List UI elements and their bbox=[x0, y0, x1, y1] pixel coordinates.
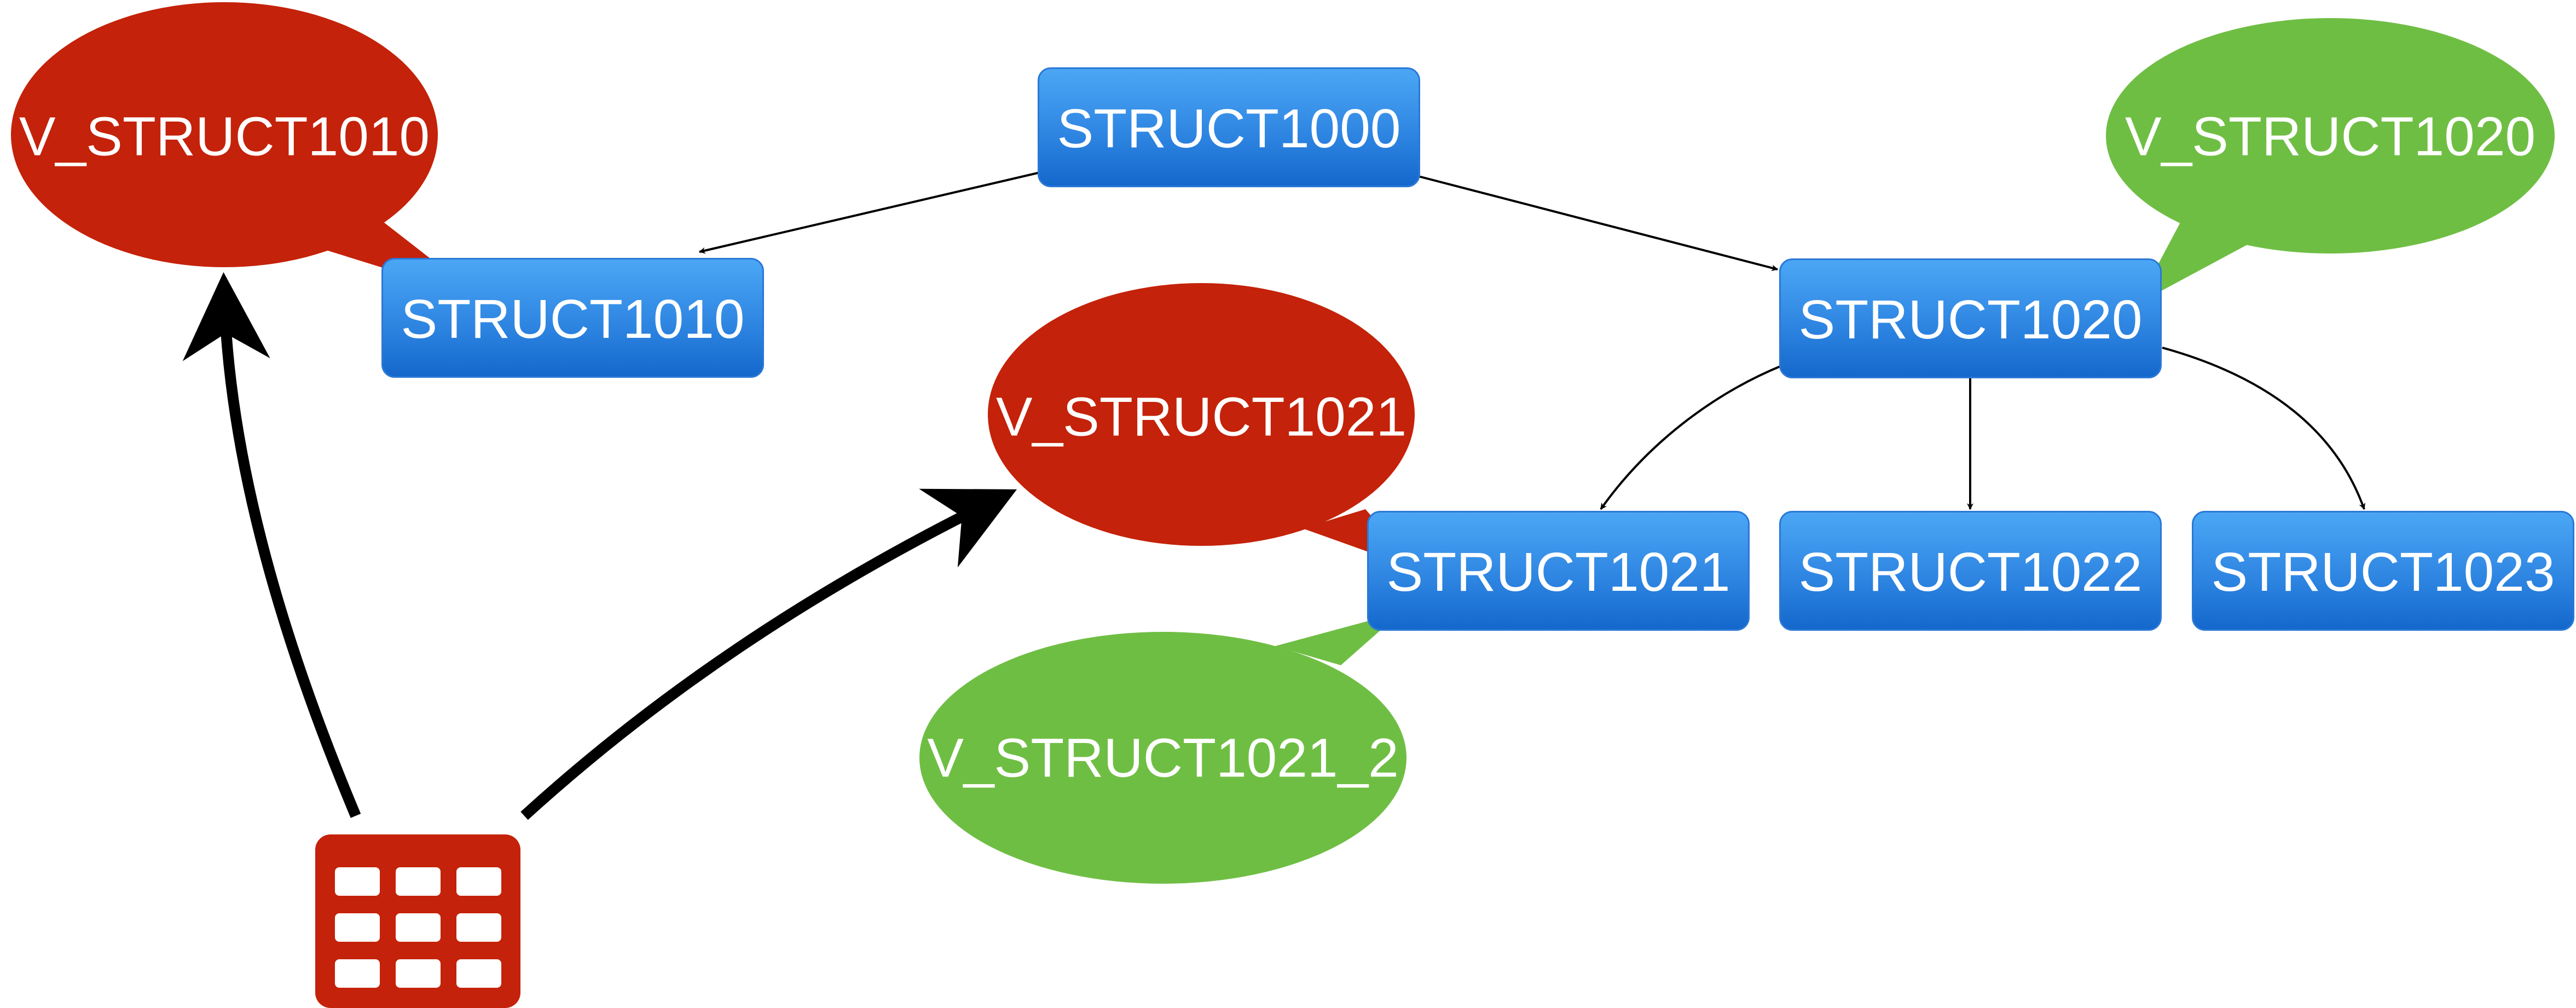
table-grid-icon[interactable] bbox=[315, 834, 520, 1008]
node-struct1023[interactable]: STRUCT1023 bbox=[2192, 511, 2574, 631]
edge-1020-1021 bbox=[1600, 365, 1781, 510]
view-label-v-struct1010[interactable]: V_STRUCT1010 bbox=[19, 106, 430, 168]
edge-1020-1023 bbox=[2162, 347, 2366, 510]
view-label-v-struct1021-2[interactable]: V_STRUCT1021_2 bbox=[927, 727, 1399, 789]
node-struct1010[interactable]: STRUCT1010 bbox=[381, 258, 764, 378]
edge-1000-1020 bbox=[1418, 175, 1779, 272]
node-struct1020[interactable]: STRUCT1020 bbox=[1779, 258, 2162, 378]
node-struct1021[interactable]: STRUCT1021 bbox=[1367, 511, 1750, 631]
node-struct1022[interactable]: STRUCT1022 bbox=[1779, 511, 2162, 631]
view-label-v-struct1021[interactable]: V_STRUCT1021 bbox=[995, 386, 1407, 448]
view-bubble-v-struct1020 bbox=[2106, 18, 2555, 304]
thick-arrow-to-v-struct1021 bbox=[520, 488, 1017, 820]
view-label-v-struct1020[interactable]: V_STRUCT1020 bbox=[2125, 106, 2536, 168]
thick-arrow-to-v-struct1010 bbox=[182, 272, 361, 818]
edge-1000-1010 bbox=[698, 171, 1040, 254]
node-struct1000[interactable]: STRUCT1000 bbox=[1038, 67, 1420, 187]
